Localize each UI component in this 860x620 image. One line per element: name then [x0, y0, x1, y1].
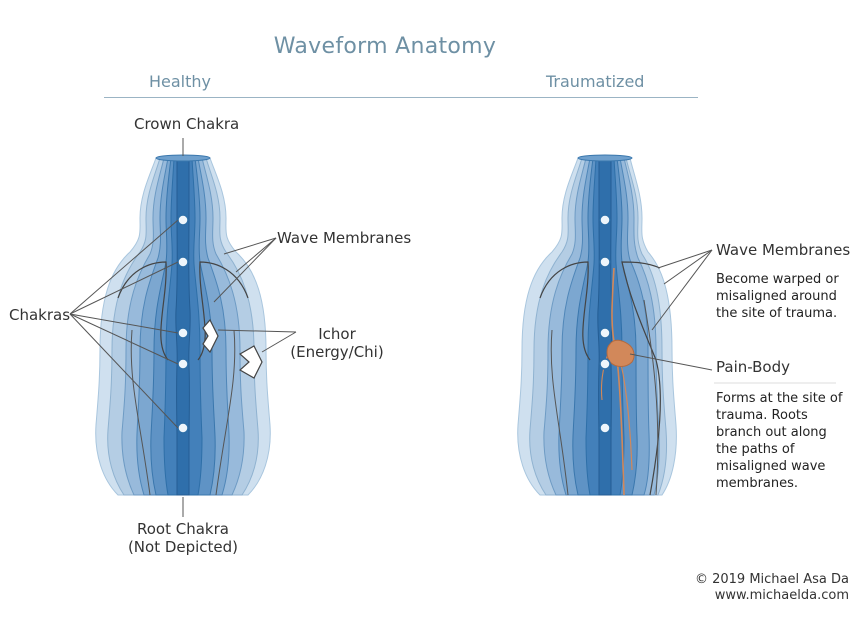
- healthy-wave-membranes-label: Wave Membranes: [277, 229, 412, 247]
- traumatized-leader-lines: [629, 249, 713, 371]
- healthy-chakra-5: [177, 422, 189, 434]
- healthy-membrane-core: [175, 157, 191, 496]
- root-chakra-label-line2: (Not Depicted): [127, 538, 239, 556]
- header-divider: [104, 97, 698, 98]
- healthy-leader-lines: [69, 138, 297, 517]
- ichor-label-line1: Ichor: [318, 325, 356, 343]
- crown-chakra-label: Crown Chakra: [134, 115, 240, 133]
- copyright: © 2019 Michael Asa Da www.michaelda.com: [695, 572, 849, 604]
- healthy-chakra-2: [177, 256, 189, 268]
- healthy-heading: Healthy: [149, 72, 212, 91]
- pain-body-label: Pain-Body: [716, 358, 790, 376]
- root-chakra-label: Root Chakra (Not Depicted): [118, 520, 248, 556]
- traumatized-heading: Traumatized: [546, 72, 645, 91]
- traumatized-chakra-3: [599, 327, 611, 339]
- pain-body-note: Forms at the site of trauma. Roots branc…: [716, 391, 843, 491]
- ichor-label: Ichor (Energy/Chi): [276, 325, 398, 361]
- ichor-chevron-1: [202, 318, 219, 354]
- traumatized-membrane-core: [597, 157, 613, 496]
- ichor-label-line2: (Energy/Chi): [290, 343, 384, 361]
- copyright-line1: © 2019 Michael Asa Da: [694, 572, 849, 587]
- healthy-chakra-1: [177, 214, 189, 226]
- pain-body: [600, 267, 635, 496]
- traumatized-wave-membranes-label: Wave Membranes: [716, 241, 851, 259]
- healthy-chakra-4: [177, 358, 189, 370]
- ichor-chevron-2: [238, 345, 263, 379]
- wave-membranes-note: Become warped or misaligned around the s…: [716, 272, 839, 321]
- copyright-url: www.michaelda.com: [714, 588, 849, 603]
- traumatized-chakra-4: [599, 358, 611, 370]
- chakras-label: Chakras: [9, 306, 71, 324]
- traumatized-chakra-2: [599, 256, 611, 268]
- traumatized-chakra-5: [599, 422, 611, 434]
- traumatized-chakra-1: [599, 214, 611, 226]
- healthy-figure: [95, 154, 271, 496]
- root-chakra-label-line1: Root Chakra: [137, 520, 229, 538]
- healthy-chakra-3: [177, 327, 189, 339]
- traumatized-figure: [517, 154, 677, 496]
- page-title: Waveform Anatomy: [273, 34, 497, 59]
